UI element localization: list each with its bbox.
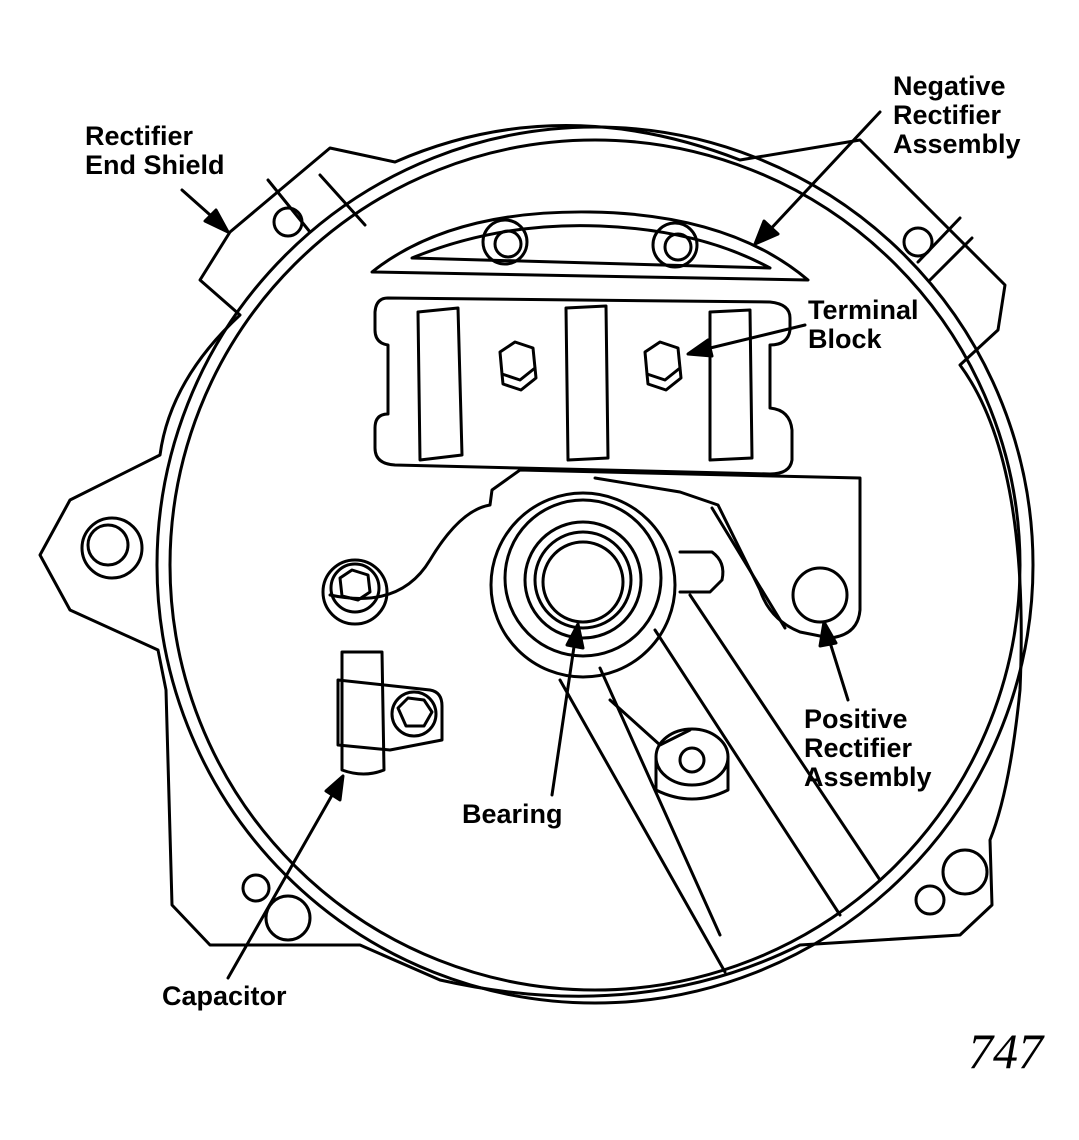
leader-positive-rectifier: [826, 634, 850, 702]
arrowhead-rectifier-end-shield: [203, 208, 230, 234]
label-terminal-block: Terminal Block: [808, 296, 919, 354]
label-line: Assembly: [893, 129, 1021, 159]
capacitor-screw-outer: [390, 690, 438, 738]
capacitor-bracket: [336, 678, 444, 752]
mount-hole-top-left: [272, 206, 304, 238]
negative-rectifier-plate: [370, 210, 810, 282]
rectifier-stud-1: [481, 218, 529, 266]
outer-ring: [155, 125, 1035, 1005]
label-capacitor: Capacitor: [162, 982, 287, 1011]
bearing-housing: [503, 498, 663, 658]
capacitor-nut-outer: [321, 558, 389, 626]
mount-hole-top-right: [902, 226, 934, 258]
lower-right-hole: [941, 848, 989, 896]
leader-bearing: [550, 638, 577, 797]
label-line: Capacitor: [162, 981, 287, 1011]
capacitor-nut-hex: [338, 568, 372, 602]
lower-right-hole-small: [914, 884, 946, 916]
label-line: End Shield: [85, 150, 225, 180]
terminal-strap-2: [564, 304, 610, 462]
label-line: Positive: [804, 704, 908, 734]
label-line: Rectifier: [804, 733, 913, 763]
mount-ear-top-left: [266, 173, 367, 234]
arrowhead-terminal-block: [686, 338, 714, 358]
terminal-strap-1: [416, 306, 464, 462]
positive-rectifier-stud: [791, 566, 849, 624]
terminal-block-body: [373, 296, 794, 476]
leader-terminal-block: [700, 323, 807, 352]
label-line: Bearing: [462, 799, 563, 829]
bearing-outer-race: [523, 520, 643, 640]
boss-top: [654, 727, 730, 787]
housing-rib-4: [688, 593, 882, 882]
arrowhead-negative-rectifier: [753, 219, 780, 246]
label-line: Rectifier: [85, 121, 194, 151]
figure-number: 747: [968, 1023, 1043, 1079]
bearing-race: [533, 530, 633, 630]
bearing-housing-outer: [489, 491, 677, 679]
label-positive-rectifier-assembly: Positive Rectifier Assembly: [804, 705, 932, 792]
label-line: Terminal: [808, 295, 919, 325]
label-bearing: Bearing: [462, 800, 563, 829]
lower-left-hole-small: [241, 873, 271, 903]
label-line: Block: [808, 324, 882, 354]
negative-rectifier-inner: [410, 224, 772, 270]
terminal-nut-1-side: [500, 366, 538, 392]
rectifier-stud-2-inner: [663, 232, 693, 262]
rectifier-stud-2: [651, 221, 699, 269]
capacitor-screw-hex: [396, 696, 434, 728]
label-negative-rectifier-assembly: Negative Rectifier Assembly: [893, 72, 1021, 159]
lower-left-hole: [264, 894, 312, 942]
leader-negative-rectifier: [763, 110, 882, 237]
terminal-nut-2: [643, 340, 682, 382]
capacitor-body: [340, 650, 386, 776]
arrowhead-capacitor: [324, 774, 345, 802]
terminal-strap-3: [708, 308, 754, 462]
bearing-bore: [541, 540, 625, 624]
arrowhead-bearing: [565, 622, 585, 650]
bearing-boss-tab: [678, 550, 725, 594]
positive-rectifier-bracket-inner: [710, 506, 787, 630]
inner-ring: [168, 138, 1022, 992]
housing-rib-2: [598, 666, 722, 937]
rectifier-stud-1-inner: [493, 229, 523, 259]
housing-rib-1: [558, 678, 727, 974]
housing-rib-3: [653, 628, 842, 917]
leader-lines: [180, 110, 882, 980]
label-rectifier-end-shield: Rectifier End Shield: [85, 122, 225, 180]
terminal-nut-2-side: [645, 366, 683, 392]
leader-capacitor: [226, 788, 337, 980]
boss-hole: [678, 746, 706, 774]
end-shield-outline: [38, 124, 1023, 998]
label-line: Rectifier: [893, 100, 1002, 130]
capacitor-nut-ring: [329, 562, 381, 614]
label-line: Assembly: [804, 762, 932, 792]
mount-lug-hole-inner: [86, 523, 130, 567]
arrowhead-positive-rectifier: [818, 620, 838, 648]
mount-lug-hole-outer: [80, 516, 144, 580]
boss-side: [654, 755, 730, 801]
mount-ear-top-right: [916, 216, 974, 282]
label-line: Negative: [893, 71, 1006, 101]
housing-rib-5: [608, 698, 692, 747]
terminal-nut-1: [498, 340, 537, 382]
